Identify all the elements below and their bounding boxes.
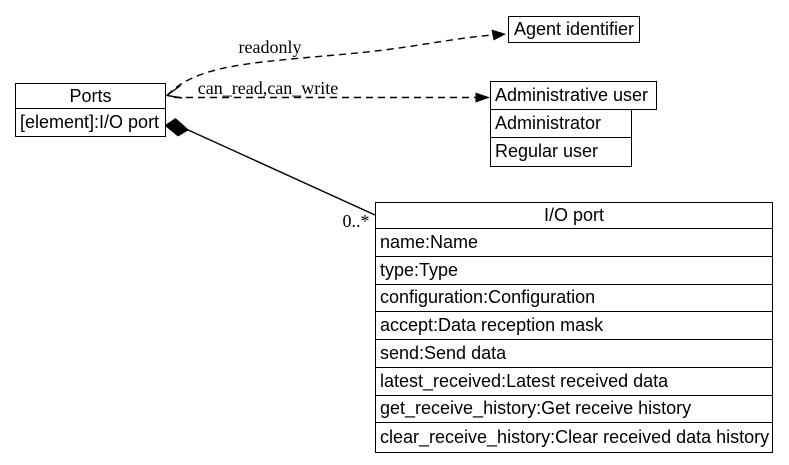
node-io-port-attribute: name:Name xyxy=(376,229,772,257)
node-io-port-title: I/O port xyxy=(376,203,772,229)
node-io-port-attribute: get_receive_history:Get receive history xyxy=(376,396,772,424)
node-io-port-attribute: clear_receive_history:Clear received dat… xyxy=(380,426,770,447)
node-administrative-user-title-text: Administrative user xyxy=(495,85,649,105)
edge-label-access: can_read,can_write xyxy=(197,78,339,98)
edge-label-readonly: readonly xyxy=(238,37,302,57)
node-ports-attribute: [element]:I/O port xyxy=(20,112,160,133)
node-administrative-user-value: Administrator xyxy=(490,108,632,138)
open-arrowhead-icon xyxy=(165,84,183,99)
composition-diamond-icon xyxy=(164,118,189,137)
node-agent-identifier: Agent identifier xyxy=(508,16,640,43)
node-ports: Ports [element]:I/O port xyxy=(15,83,166,137)
node-io-port-attribute: accept:Data reception mask xyxy=(376,312,772,340)
node-io-port-attribute: send:Send data xyxy=(376,340,772,368)
node-io-port-attribute: latest_received:Latest received data xyxy=(376,368,772,396)
node-io-port-attribute: configuration:Configuration xyxy=(376,285,772,313)
arrowhead-agent-icon xyxy=(491,29,506,41)
node-administrative-user-value-text: Regular user xyxy=(495,141,599,161)
node-administrative-user-value-text: Administrator xyxy=(495,112,602,133)
node-administrative-user-value: Regular user xyxy=(490,136,632,167)
node-administrative-user-title: Administrative user xyxy=(490,81,657,110)
edge-label-multiplicity: 0..* xyxy=(342,211,370,231)
node-agent-identifier-title: Agent identifier xyxy=(513,19,635,39)
node-io-port: I/O port name:Name type:Type configurati… xyxy=(375,202,773,453)
node-ports-title: Ports xyxy=(16,84,165,109)
node-io-port-attribute: type:Type xyxy=(376,257,772,285)
arrowhead-admin-icon xyxy=(475,92,490,103)
solid-edge-composition xyxy=(185,128,376,216)
